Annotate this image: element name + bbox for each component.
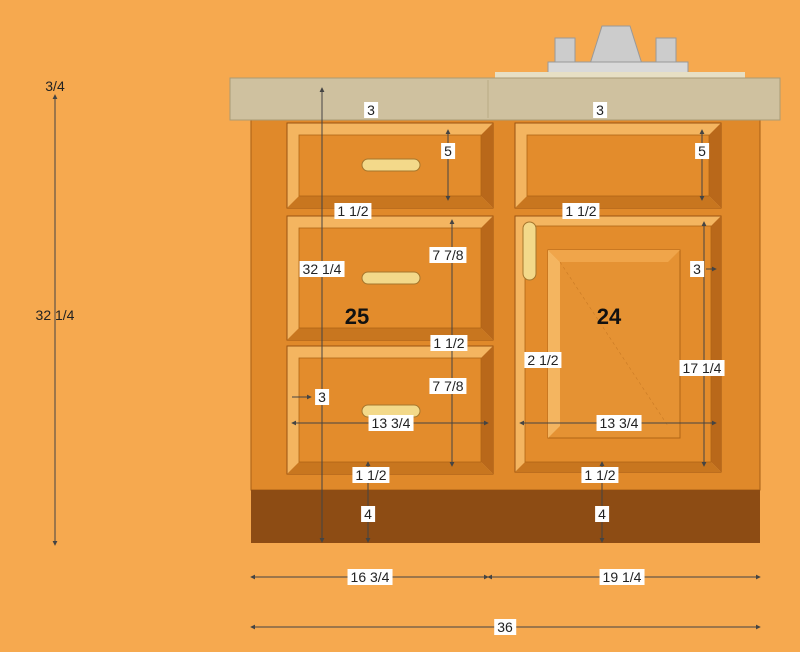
- left-section-width-label: 16 3/4: [347, 569, 393, 585]
- left-bottom-drawer-height-label: 7 7/8: [429, 378, 467, 394]
- right-door-panel-bevel-left: [548, 250, 560, 438]
- left-rail-1-label: 1 1/2: [334, 203, 372, 219]
- left-top-rail-label: 3: [364, 102, 378, 118]
- right-top-drawer-bevel-bottom: [515, 196, 721, 208]
- left-section-number: 25: [344, 304, 370, 329]
- right-rail-1-label: 1 1/2: [562, 203, 600, 219]
- left-bottom-rail-label: 1 1/2: [352, 467, 390, 483]
- door-width-label: 13 3/4: [596, 415, 642, 431]
- door-stile-width-label: 2 1/2: [524, 352, 562, 368]
- total-height-label: 32 1/4: [35, 307, 75, 323]
- faucet-spout: [589, 25, 643, 65]
- left-mid-drawer-height-label: 7 7/8: [429, 247, 467, 263]
- door-right-stile-label: 3: [690, 261, 704, 277]
- top-overhang-label: 3/4: [45, 78, 65, 94]
- right-bottom-rail-label: 1 1/2: [581, 467, 619, 483]
- countertop: [229, 77, 781, 121]
- right-door-panel-bevel-top: [548, 250, 680, 262]
- door-height-label: 17 1/4: [679, 360, 725, 376]
- left-drawer-height-label: 5: [441, 143, 455, 159]
- left-stile-width-label: 3: [315, 389, 329, 405]
- right-section-width-label: 19 1/4: [599, 569, 645, 585]
- toe-kick: [251, 490, 760, 543]
- right-door-handle: [522, 221, 537, 281]
- left-rail-2-label: 1 1/2: [430, 335, 468, 351]
- right-section-number: 24: [596, 304, 622, 329]
- left-drawer-width-label: 13 3/4: [368, 415, 414, 431]
- right-top-drawer-inset: [526, 134, 710, 197]
- left-bottom-drawer-bevel-bottom: [287, 462, 493, 474]
- right-toe-kick-label: 4: [595, 506, 609, 522]
- right-drawer-height-label: 5: [695, 143, 709, 159]
- left-bottom-drawer-bevel-right: [481, 346, 493, 474]
- right-door-bevel-right: [711, 216, 721, 472]
- left-top-drawer-bevel-right: [481, 123, 493, 208]
- left-middle-drawer-handle: [361, 271, 421, 285]
- left-toe-kick-label: 4: [361, 506, 375, 522]
- left-stile-height-label: 32 1/4: [299, 261, 345, 277]
- right-top-rail-label: 3: [593, 102, 607, 118]
- right-door-panel-diagonal: [559, 261, 669, 427]
- left-middle-drawer-bevel-right: [481, 216, 493, 340]
- left-top-drawer-bevel-bottom: [287, 196, 493, 208]
- left-top-drawer-handle: [361, 158, 421, 172]
- sink-rim: [495, 72, 745, 78]
- total-width-label: 36: [494, 619, 516, 635]
- right-top-drawer-bevel-right: [709, 123, 721, 208]
